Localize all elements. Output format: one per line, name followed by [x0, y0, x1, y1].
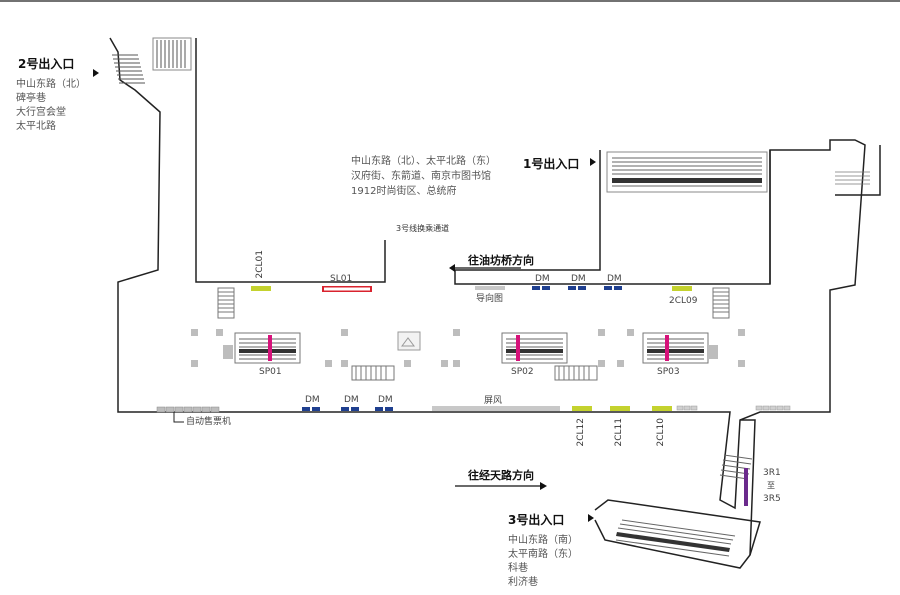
r5-label: 3R5	[763, 494, 781, 504]
exit2-pointer-icon	[93, 69, 99, 77]
gate-2cl11	[610, 406, 630, 411]
dm-machines	[302, 286, 622, 411]
direction-west-label: 往油坊桥方向	[468, 254, 534, 267]
dm-label: DM	[344, 395, 359, 405]
exit2-place: 碑亭巷	[16, 93, 46, 104]
exit2-place: 太平北路	[16, 121, 56, 132]
exit2-title: 2号出入口	[18, 57, 75, 71]
sl01-label: SL01	[330, 274, 353, 284]
sp02-label: SP02	[511, 367, 534, 377]
ticket-machine-label: 自动售票机	[186, 417, 232, 427]
exit1-title: 1号出入口	[523, 157, 580, 171]
exit2-stairs	[112, 54, 145, 84]
dm-label: DM	[607, 274, 622, 284]
exit1-place: 汉府街、东箭道、南京市图书馆	[351, 171, 491, 182]
exit3-title: 3号出入口	[508, 513, 565, 527]
guide-map-bar	[475, 286, 505, 290]
exit3-pointer-icon	[588, 514, 594, 522]
exit3-place: 太平南路（东）	[508, 549, 578, 560]
gate-row-right	[676, 405, 791, 411]
screen-label: 屏风	[484, 396, 503, 406]
exit1-place: 1912时尚街区、总统府	[351, 186, 457, 197]
exit3-place: 利济巷	[508, 577, 538, 588]
gate-2cl09-label: 2CL09	[669, 296, 698, 306]
gate-2cl12	[572, 406, 592, 411]
guide-map-label: 导向图	[476, 294, 504, 304]
dm-label: DM	[571, 274, 586, 284]
r1-label: 3R1	[763, 468, 781, 478]
direction-east-label: 往经天路方向	[468, 469, 534, 482]
gate-2cl01	[251, 286, 271, 291]
platform-stairs	[217, 287, 730, 381]
gate-2cl12-label: 2CL12	[576, 418, 586, 447]
gate-2cl09	[672, 286, 692, 291]
sp-escalators	[223, 332, 718, 364]
gate-2cl10-label: 2CL10	[656, 418, 666, 447]
r-to-label: 至	[767, 481, 775, 490]
screen-bar	[432, 406, 560, 411]
info-kiosk-icon	[397, 331, 421, 351]
dm-label: DM	[305, 395, 320, 405]
exit3-place: 中山东路（南）	[508, 535, 578, 546]
dm-label: DM	[535, 274, 550, 284]
gate-2cl01-label: 2CL01	[255, 250, 265, 279]
sp01-label: SP01	[259, 367, 282, 377]
transfer-passage-label: 3号线换乘通道	[396, 224, 450, 233]
sp03-label: SP03	[657, 367, 680, 377]
exit2-place: 中山东路（北）	[16, 79, 86, 90]
exit2-place: 大行宫会堂	[16, 107, 66, 118]
concourse-outline	[109, 37, 881, 569]
gate-2cl10	[652, 406, 672, 411]
gate-2cl11-label: 2CL11	[614, 418, 624, 447]
exit1-place: 中山东路（北）、太平北路（东）	[351, 156, 496, 167]
exit3-place: 科巷	[508, 563, 528, 574]
exit1-pointer-icon	[590, 158, 596, 166]
exit3-escalator	[615, 454, 753, 557]
exit1-escalator	[606, 151, 870, 193]
dm-label: DM	[378, 395, 393, 405]
exit2-escalator	[152, 37, 192, 71]
pillars	[191, 329, 745, 367]
ticket-machines	[156, 406, 220, 413]
